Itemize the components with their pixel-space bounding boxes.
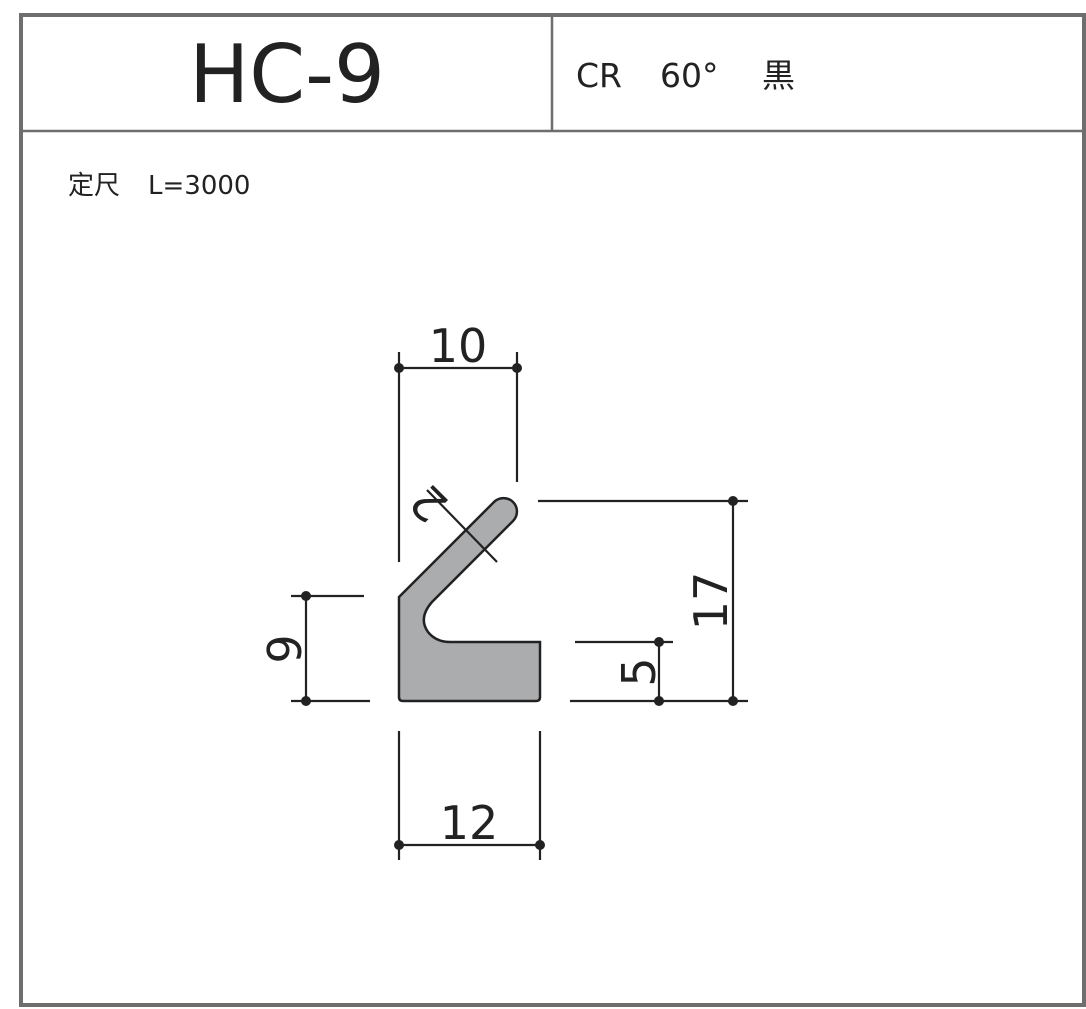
product-code: HC-9 [189,28,385,121]
dim-thickness-line [426,489,498,563]
dim-top-dot-left [394,363,404,373]
outer-frame [19,13,1086,1007]
dim-base-height: 5 [612,657,666,686]
dim-base-dot-top [654,637,664,647]
profile-cross-section [397,496,542,703]
dim-bottom-width: 12 [440,796,499,850]
dim-top-dot-right [512,363,522,373]
color-label: 黒 [762,56,795,95]
dim-left-dot-top [301,591,311,601]
dim-total-dot-top [728,496,738,506]
length-value: L=3000 [148,171,250,201]
dim-left-height: 9 [258,634,312,663]
dim-base-dot-bottom [654,696,664,706]
dim-thickness: 2 [399,474,458,533]
dim-bottom-dot-left [394,840,404,850]
hardness-label: 60° [660,56,719,95]
material-label: CR [576,56,622,95]
length-label: 定尺 [68,171,120,201]
dim-bottom-dot-right [535,840,545,850]
dim-top-width: 10 [429,319,488,373]
dim-left-dot-bottom [301,696,311,706]
dim-total-height: 17 [684,572,738,631]
